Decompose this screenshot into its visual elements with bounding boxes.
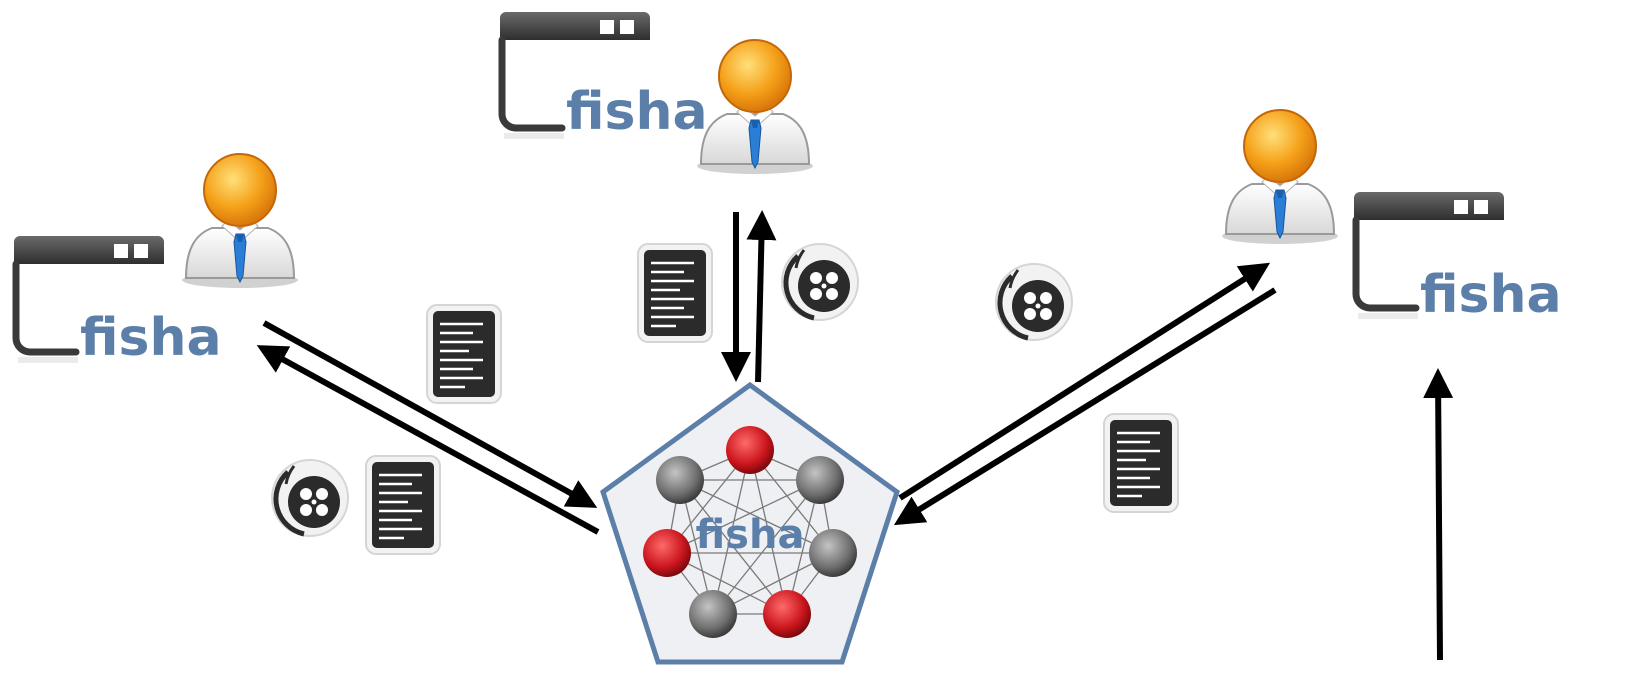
arrow-network-to-top [746,210,777,383]
arrows [256,210,1454,661]
client-left-label: fisha [80,308,222,368]
user-icon [1221,109,1339,245]
arrow-network-to-right [898,262,1271,501]
document-icon [364,454,442,556]
arrow-right-to-network [893,287,1277,526]
arrow-left-to-network [262,320,598,508]
client-top-label: fisha [566,82,708,142]
client-top: fisha [500,12,814,175]
user-icon [696,39,814,175]
network-node-gray [796,456,844,504]
client-right: fisha [1221,109,1562,325]
client-left: fisha [14,153,299,368]
film-reel-icon [996,264,1072,340]
network-pentagon: fisha [600,381,900,665]
network-node-gray [809,529,857,577]
network-node-red [643,529,691,577]
film-reel-icon [782,244,858,320]
film-reel-icon [272,460,348,536]
document-icon [1102,412,1180,514]
network-node-red [726,426,774,474]
network-node-gray [689,590,737,638]
network-label: fisha [696,512,805,558]
network-node-red [763,590,811,638]
network-node-gray [656,456,704,504]
arrow-network-to-left [256,345,600,535]
arrow-up-to-right-client [1423,368,1454,661]
user-icon [181,153,299,289]
client-right-label: fisha [1420,265,1562,325]
document-icon [425,303,503,405]
document-icon [636,242,714,344]
